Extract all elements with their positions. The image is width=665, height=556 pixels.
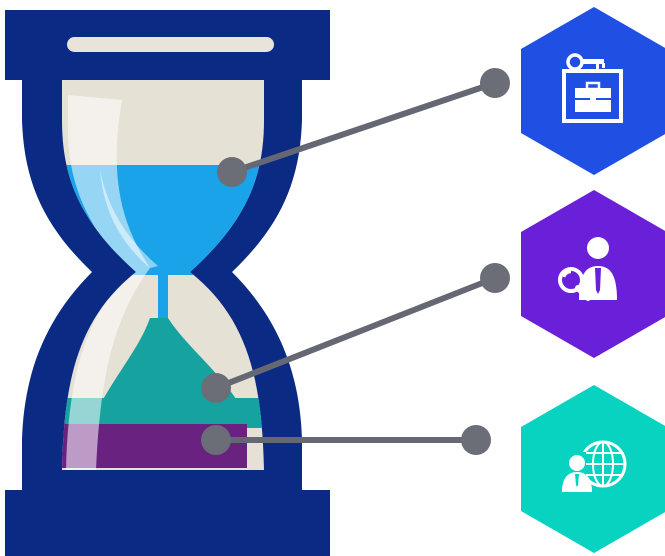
connectors (201, 68, 510, 455)
connector-line-middle (213, 275, 498, 391)
badge-middle (521, 190, 665, 358)
hourglass-base (5, 490, 330, 556)
hourglass (5, 10, 330, 556)
glass-reflection (66, 95, 150, 470)
connector-dot-top-start (217, 157, 247, 187)
person-search-icon (558, 237, 617, 301)
badge-top (521, 7, 665, 175)
sand-stream (158, 270, 168, 320)
connector-dot-top-end (480, 68, 510, 98)
connector-line-top (229, 80, 498, 175)
badge-bottom (521, 385, 665, 553)
person-globe-icon (560, 440, 627, 492)
connector-dot-middle-start (201, 373, 231, 403)
briefcase-key-icon (562, 53, 623, 123)
connector-dot-bottom-end (461, 425, 491, 455)
connector-dot-middle-end (480, 263, 510, 293)
connector-dot-bottom-start (201, 425, 231, 455)
hourglass-cap-highlight (67, 37, 274, 52)
